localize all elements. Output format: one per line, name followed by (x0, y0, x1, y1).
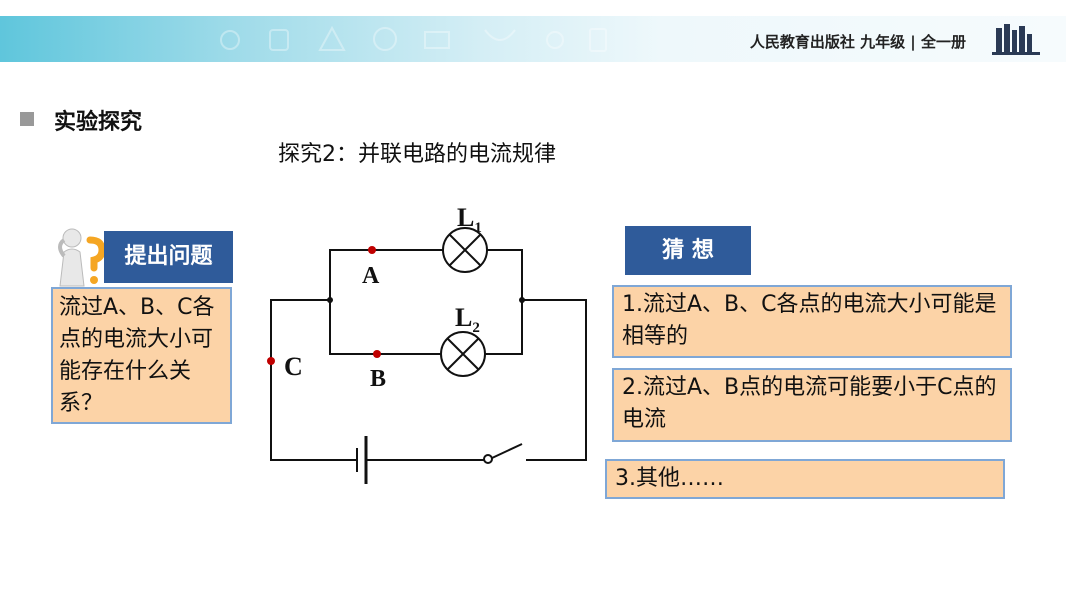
page-subtitle: 探究2：并联电路的电流规律 (278, 142, 556, 167)
books-logo-icon (992, 24, 1040, 55)
header-banner (0, 16, 1066, 62)
guess-item-1: 1.流过A、B、C各点的电流大小可能是相等的 (612, 285, 1012, 358)
lamp-1-cross (448, 233, 482, 267)
main-wire-left (270, 299, 357, 461)
lamp-1-label: L1 (457, 203, 482, 236)
thinking-person-icon (58, 228, 106, 287)
point-a-dot (368, 246, 376, 254)
switch-pivot (483, 454, 493, 464)
section-bullet (20, 112, 34, 126)
lamp-2-label: L2 (455, 303, 480, 336)
lamp-2-circle (440, 331, 486, 377)
branch-wire-1 (329, 249, 523, 300)
guess-item-3: 3.其他…… (605, 459, 1005, 499)
guess-label: 猜 想 (625, 226, 751, 275)
question-box: 流过A、B、C各点的电流大小可能存在什么关系？ (51, 287, 232, 424)
switch-lever (491, 443, 523, 459)
lamp-2-cross (446, 337, 480, 371)
lamp-1-circle (442, 227, 488, 273)
point-c-label: C (284, 352, 303, 381)
section-title: 实验探究 (54, 110, 143, 135)
point-b-dot (373, 350, 381, 358)
point-b-label: B (370, 366, 386, 392)
point-a-label: A (362, 263, 380, 289)
junction-right (519, 297, 525, 303)
point-c-dot (267, 357, 275, 365)
guess-item-2: 2.流过A、B点的电流可能要小于C点的电流 (612, 368, 1012, 442)
decor-icons (220, 25, 607, 52)
question-label: 提出问题 (104, 231, 233, 283)
branch-wire-2 (329, 300, 523, 355)
main-wire-right (522, 299, 587, 461)
junction-left (327, 297, 333, 303)
publisher-label: 人民教育出版社 九年级 | 全一册 (749, 33, 966, 51)
